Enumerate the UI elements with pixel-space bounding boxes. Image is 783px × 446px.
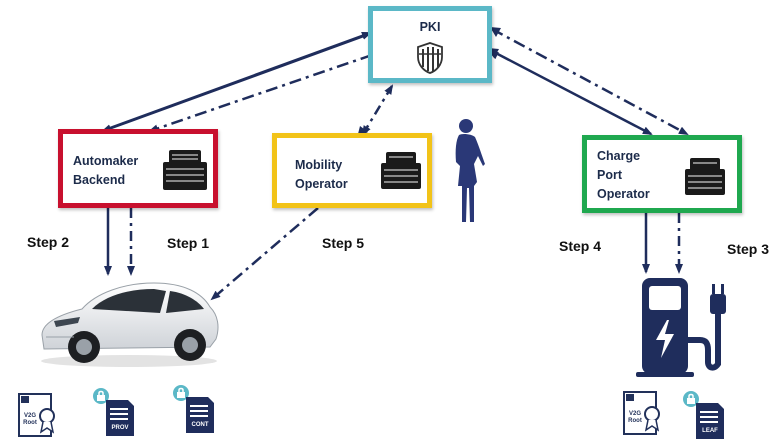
arrow-automaker-to-pki-solid <box>109 31 372 130</box>
server-rack-icon <box>381 152 421 189</box>
electric-car-icon <box>41 282 219 367</box>
certificate-root-icon <box>18 393 55 437</box>
step-5-label: Step 5 <box>322 235 365 251</box>
charge-label: Charge Port Operator <box>597 149 650 201</box>
charger-root-cert-label: V2G Root <box>628 411 642 424</box>
charging-station-icon <box>636 278 726 377</box>
step-3-label: Step 3 <box>727 241 770 257</box>
car-root-cert-label: V2G Root <box>23 413 37 426</box>
arrow-pki-charge-dashed <box>491 27 689 136</box>
certificate-cont-icon <box>173 385 214 433</box>
step-4-label: Step 4 <box>559 238 602 254</box>
certificate-prov-icon <box>93 388 134 436</box>
automaker-backend-node: Automaker Backend <box>58 129 218 208</box>
mobility-operator-node: Mobility Operator <box>272 133 432 208</box>
person-silhouette-icon <box>455 119 485 222</box>
arrow-pki-mobility-dashed <box>361 125 371 136</box>
pki-label: PKI <box>419 20 441 34</box>
arrow-step5 <box>210 207 319 301</box>
mobility-label: Mobility Operator <box>295 158 348 191</box>
arrow-pki-to-charge-solid <box>489 48 653 136</box>
server-rack-icon <box>685 158 725 195</box>
arrow-charge-to-pki-solid <box>488 51 499 60</box>
step-2-label: Step 2 <box>27 234 70 250</box>
certificate-root-icon <box>623 391 660 435</box>
arrowhead-pki-dashed-left <box>490 27 501 37</box>
arrow-pki-to-automaker-dashed <box>148 53 373 133</box>
charge-port-operator-node: Charge Port Operator <box>582 135 742 213</box>
cont-cert-label: CONT <box>191 422 209 428</box>
certificate-leaf-icon <box>683 391 724 439</box>
shield-icon <box>417 42 443 74</box>
server-rack-icon <box>163 150 207 190</box>
prov-cert-label: PROV <box>111 425 129 431</box>
automaker-label: Automaker Backend <box>73 154 139 187</box>
step-1-label: Step 1 <box>167 235 210 251</box>
leaf-cert-label: LEAF <box>702 428 718 434</box>
pki-node: PKI <box>368 6 492 83</box>
